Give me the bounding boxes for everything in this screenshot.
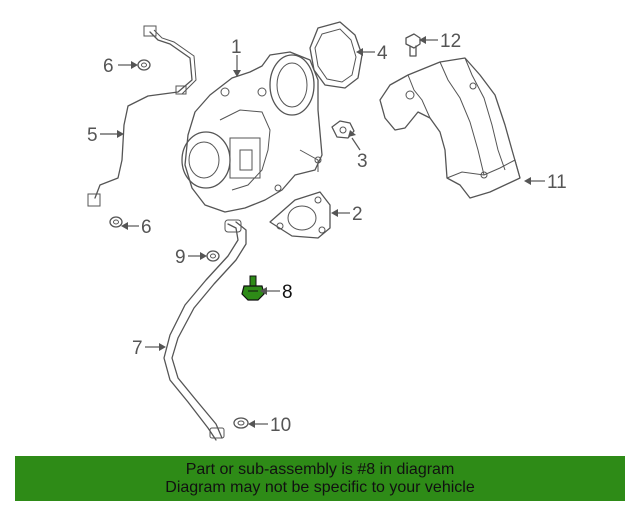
callout-9: 9 bbox=[175, 247, 186, 268]
oil-feed-line-part-5 bbox=[87, 25, 197, 207]
callout-6-upper: 6 bbox=[103, 56, 114, 77]
flange-gasket-part-2 bbox=[269, 191, 331, 239]
callout-2: 2 bbox=[352, 204, 363, 225]
bolt-part-12 bbox=[405, 33, 421, 57]
washer-part-6-upper bbox=[137, 59, 151, 71]
oil-return-tube-part-7 bbox=[163, 219, 247, 441]
gasket-part-4 bbox=[309, 21, 363, 89]
callout-12: 12 bbox=[440, 31, 461, 52]
banner-line-disclaimer: Diagram may not be specific to your vehi… bbox=[165, 478, 475, 496]
banner-line-part-info: Part or sub-assembly is #8 in diagram bbox=[185, 460, 455, 478]
turbocharger-part-1 bbox=[181, 51, 323, 213]
callout-7: 7 bbox=[132, 338, 143, 359]
part-info-banner: Part or sub-assembly is #8 in diagram Di… bbox=[15, 456, 625, 501]
callout-5: 5 bbox=[87, 125, 98, 146]
exploded-parts-diagram: 1 2 3 4 5 6 6 7 8 9 10 11 12 bbox=[87, 21, 567, 441]
callout-4: 4 bbox=[377, 43, 388, 64]
callout-8: 8 bbox=[282, 282, 293, 303]
callout-leaders bbox=[100, 36, 545, 428]
highlighted-bolt-part-8 bbox=[241, 275, 265, 301]
callout-3: 3 bbox=[357, 151, 368, 172]
heat-shield-part-11 bbox=[379, 57, 521, 199]
washer-part-9 bbox=[206, 250, 220, 262]
nut-part-3 bbox=[331, 120, 355, 139]
callout-6-lower: 6 bbox=[141, 217, 152, 238]
callout-1: 1 bbox=[231, 37, 242, 58]
washer-part-10 bbox=[233, 417, 249, 429]
callout-11: 11 bbox=[547, 172, 567, 193]
callout-10: 10 bbox=[270, 415, 291, 436]
washer-part-6-lower bbox=[109, 216, 123, 228]
